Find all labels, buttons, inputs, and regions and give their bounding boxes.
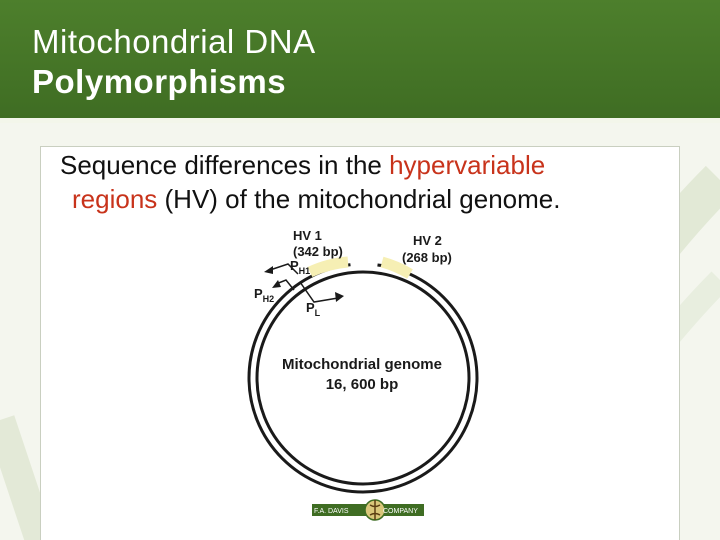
slide-title-line-1: Mitochondrial DNA (32, 23, 316, 60)
mitochondrial-genome-diagram: HV 1 (342 bp) HV 2 (268 bp) PH1 PH2 PL M… (247, 228, 479, 521)
ph2-label: PH2 (254, 286, 274, 304)
genome-inner-ring (255, 270, 471, 486)
ph1-arrowhead (264, 266, 273, 274)
hv2-region (380, 256, 413, 279)
ph2-arrowhead (272, 280, 281, 288)
subtitle-text-b: (HV) of the mitochondrial genome. (157, 184, 561, 214)
ph2-arrow (275, 279, 295, 291)
ph1-label: PH1 (290, 258, 310, 276)
hv1-label: HV 1 (293, 228, 322, 243)
logo-text-right: COMPANY (383, 508, 418, 515)
publisher-logo: F.A. DAVIS COMPANY (312, 499, 424, 521)
genome-title: Mitochondrial genome (282, 356, 442, 373)
logo-text-left: F.A. DAVIS (314, 508, 349, 515)
pl-arrowhead (335, 292, 344, 302)
subtitle-highlight-regions: regions (72, 184, 158, 214)
content-panel (40, 146, 680, 540)
hv1-region (307, 256, 349, 278)
hv2-size-label: (268 bp) (402, 250, 452, 265)
title-bar: Mitochondrial DNA Polymorphisms (0, 0, 720, 123)
control-region-gap (349, 254, 379, 267)
slide-title-line-2: Polymorphisms (32, 63, 287, 100)
pl-arrow (299, 281, 339, 303)
genome-size: 16, 600 bp (326, 376, 399, 393)
subtitle-text-a: Sequence differences in the (60, 150, 390, 180)
hv2-label: HV 2 (413, 233, 442, 248)
subtitle-highlight-hypervariable: hypervariable (389, 150, 546, 180)
slide-subtitle: Sequence differences in the hypervariabl… (60, 148, 680, 216)
hv1-size-label: (342 bp) (293, 244, 343, 259)
ph1-arrow (269, 263, 299, 275)
pl-label: PL (306, 300, 321, 318)
